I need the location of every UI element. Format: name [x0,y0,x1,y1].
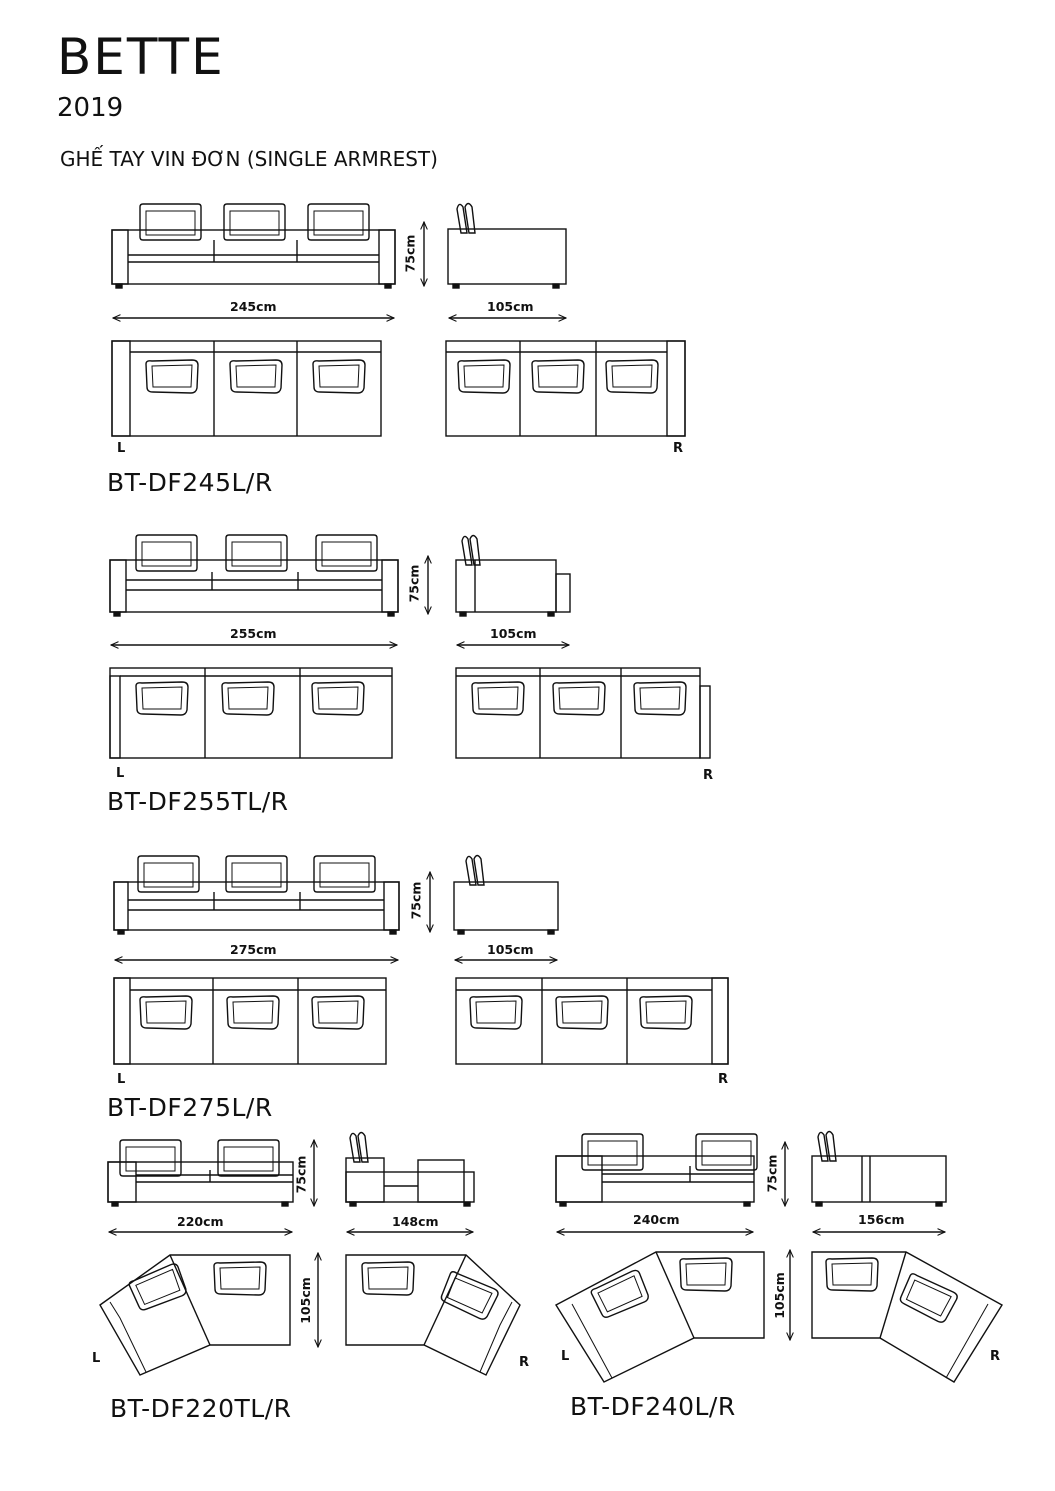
left-label-245: L [117,441,126,456]
height-label-245: 75cm [402,234,418,273]
right-label-255: R [703,768,714,783]
model-code-275: BT-DF275L/R [107,1093,273,1122]
right-label-275: R [718,1072,729,1087]
plan-view-255-left [109,667,393,759]
depth-label-245: 105cm [487,299,534,314]
model-code-255: BT-DF255TL/R [107,787,289,816]
depth-label-220: 148cm [392,1214,439,1229]
brand-title: BETTE [57,28,225,86]
depth-label-275: 105cm [487,942,534,957]
left-label-255: L [116,766,125,781]
height-label-275: 75cm [408,881,424,920]
plan-view-220-left [99,1254,291,1376]
model-code-245: BT-DF245L/R [107,468,273,497]
front-view-220 [107,1139,294,1207]
height-label-240: 75cm [764,1154,780,1193]
side-view-255 [455,534,571,617]
plan-view-275-left [113,977,387,1065]
width-label-245: 245cm [230,299,277,314]
left-label-275: L [117,1072,126,1087]
width-label-255: 255cm [230,626,277,641]
plan-view-245-left [111,340,382,437]
depth-label-255: 105cm [490,626,537,641]
width-label-275: 275cm [230,942,277,957]
left-label-220: L [92,1351,101,1366]
front-view-275 [113,855,400,935]
model-code-220: BT-DF220TL/R [110,1394,292,1423]
side-view-156 [811,1130,947,1207]
front-view-240 [555,1133,758,1207]
plan-depth-label-220: 105cm [297,1277,313,1324]
height-label-220: 75cm [293,1155,309,1194]
collection-year: 2019 [57,93,124,123]
right-label-245: R [673,441,684,456]
plan-view-275-right [455,977,729,1065]
side-view-275 [453,854,559,935]
plan-view-255-right [455,667,711,759]
side-view-148 [345,1131,475,1207]
right-label-220: R [519,1355,530,1370]
depth-label-240: 156cm [858,1212,905,1227]
collection-subtitle: GHẾ TAY VIN ĐƠN (SINGLE ARMREST) [60,147,438,171]
plan-view-240-right [811,1251,1003,1383]
width-label-220: 220cm [177,1214,224,1229]
plan-view-240-left [555,1251,765,1383]
front-view-255 [109,534,399,617]
right-label-240: R [990,1349,1001,1364]
plan-view-220-right [345,1254,521,1376]
width-label-240: 240cm [633,1212,680,1227]
left-label-240: L [561,1349,570,1364]
plan-view-245-right [445,340,686,437]
height-label-255: 75cm [406,564,422,603]
side-view-245 [447,202,567,289]
plan-depth-label-240: 105cm [771,1272,787,1319]
model-code-240: BT-DF240L/R [570,1392,736,1421]
front-view-245 [111,203,396,289]
